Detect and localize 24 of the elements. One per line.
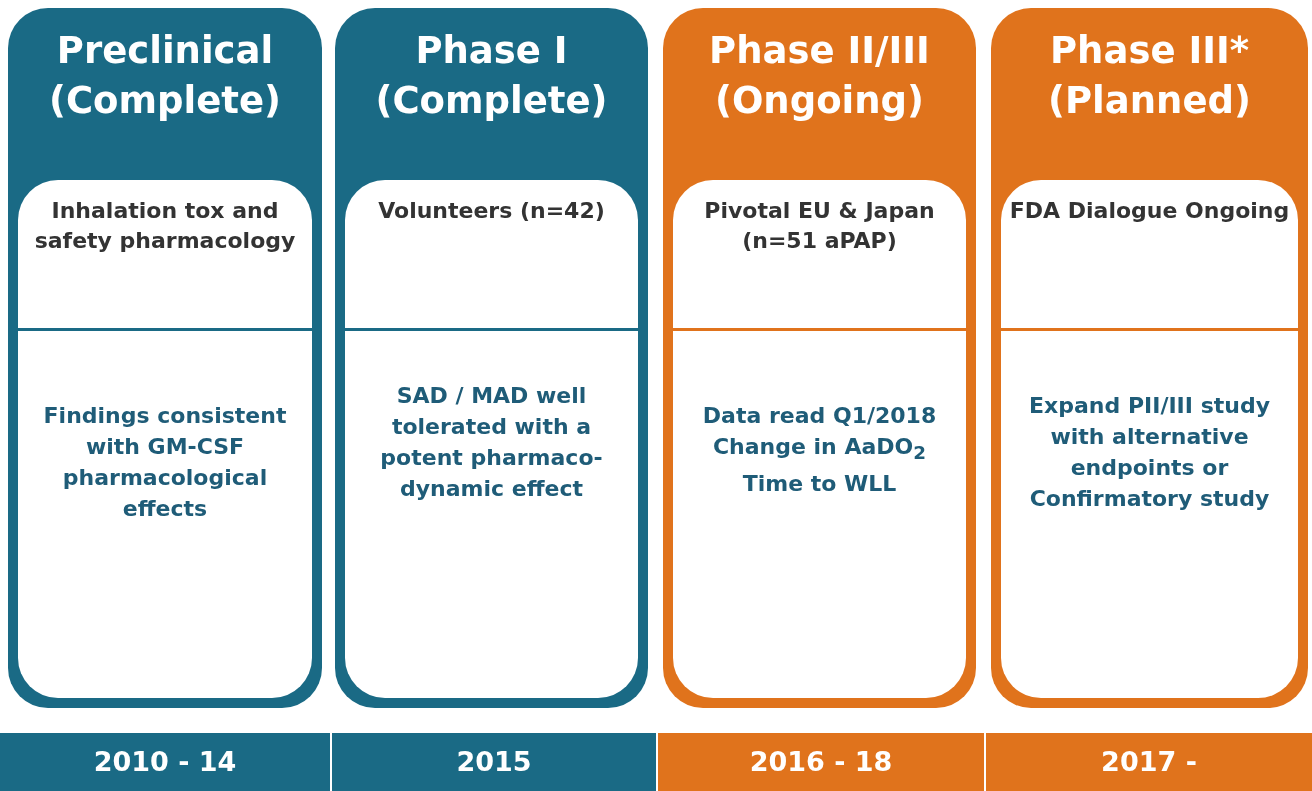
study-result: Findings consistent with GM-CSF pharmacological effects — [42, 402, 288, 523]
phase-heading: Phase III* (Planned) — [1047, 28, 1252, 124]
phase-heading: Phase I (Complete) — [374, 28, 609, 124]
study-result: SAD / MAD well tolerated with a potent pharmaco- dynamic effect — [379, 382, 604, 503]
study-result: Data read Q1/2018 Change in AaDO$_{2}$ Time to WLL — [701, 402, 938, 499]
phase-panel — [663, 8, 976, 708]
study-summary: FDA Dialogue Ongoing — [1009, 197, 1290, 225]
phase-heading: Phase II/III (Ongoing) — [708, 28, 931, 124]
detail-card — [18, 180, 312, 698]
year-band: 2016 - 18 — [658, 733, 984, 791]
year-band: 2017 - — [986, 733, 1312, 791]
study-summary: Pivotal EU & Japan (n=51 aPAP) — [703, 197, 936, 255]
study-result: Expand PII/III study with alternative endpoints or Confirmatory study — [1028, 392, 1271, 513]
detail-card — [345, 180, 638, 698]
detail-card — [673, 180, 966, 698]
phase-panel — [8, 8, 322, 708]
phase-heading: Preclinical (Complete) — [48, 28, 282, 124]
year-band: 2010 - 14 — [0, 733, 330, 791]
year-band: 2015 — [332, 733, 656, 791]
phase-panel — [335, 8, 648, 708]
phase-panel — [991, 8, 1308, 708]
study-summary: Volunteers (n=42) — [377, 197, 606, 225]
detail-card — [1001, 180, 1298, 698]
study-summary: Inhalation tox and safety pharmacology — [33, 197, 297, 255]
